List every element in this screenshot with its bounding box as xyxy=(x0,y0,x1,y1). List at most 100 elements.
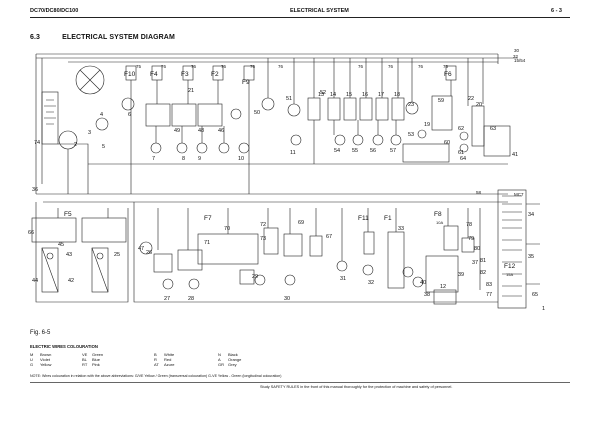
component-number: 63 xyxy=(490,126,496,132)
section-number: 6.3 xyxy=(30,34,41,41)
section-title: 6.3 ELECTRICAL SYSTEM DIAGRAM xyxy=(30,34,175,41)
legend-title: ELECTRIC WIRES COLOURATION xyxy=(30,344,98,349)
component-number: 70 xyxy=(224,226,230,232)
fuse-label: F9 xyxy=(242,79,250,86)
component-number: 78 xyxy=(466,222,472,228)
component-number: 82 xyxy=(480,270,486,276)
component-number: 9 xyxy=(198,156,201,162)
component-number: 51 xyxy=(286,96,292,102)
fuse-label: F10 xyxy=(124,71,136,78)
fuse-label: F4 xyxy=(150,71,158,78)
component-number: 50 xyxy=(254,110,260,116)
component-number: 29 xyxy=(252,274,258,280)
component-number: 83 xyxy=(486,282,492,288)
component-number: 61 xyxy=(458,150,464,156)
component-number: 33 xyxy=(398,226,404,232)
component-number: 80 xyxy=(474,246,480,252)
wire-number: 76 xyxy=(250,64,256,69)
component-number: 18 xyxy=(394,92,400,98)
component-number: 54 xyxy=(334,148,340,154)
fuse-rating: 10A xyxy=(436,220,443,225)
wire-number: 75 xyxy=(136,64,142,69)
component-number: 8 xyxy=(182,156,185,162)
fuse-label: F8 xyxy=(434,211,442,218)
component-number: 25 xyxy=(114,252,120,258)
component-number: 79 xyxy=(468,236,474,242)
component-number: 1 xyxy=(542,306,545,312)
component-number: 43 xyxy=(66,252,72,258)
component-number: 16 xyxy=(362,92,368,98)
component-number: 20 xyxy=(476,102,482,108)
wire-number: 76 xyxy=(221,64,227,69)
wire-number: 76 xyxy=(388,64,394,69)
component-number: 30 xyxy=(284,296,290,302)
component-number: 5 xyxy=(102,144,105,150)
component-number: 7 xyxy=(152,156,155,162)
component-number: 69 xyxy=(298,220,304,226)
wire-number: 76 xyxy=(161,64,167,69)
component-number: 72 xyxy=(260,222,266,228)
component-number: 64 xyxy=(460,156,466,162)
fuse-label: F1 xyxy=(384,215,392,222)
component-number: 62 xyxy=(458,126,464,132)
component-number: 52 xyxy=(320,90,326,96)
component-number: 81 xyxy=(480,258,486,264)
component-number: 37 xyxy=(472,260,478,266)
fuse-label: F5 xyxy=(64,211,72,218)
component-number: 35 xyxy=(528,254,534,260)
component-number: 42 xyxy=(68,278,74,284)
component-number: 10 xyxy=(238,156,244,162)
component-number: 2 xyxy=(74,142,77,148)
component-number: 57 xyxy=(390,148,396,154)
component-number: 15 xyxy=(346,92,352,98)
terminal-label: MC7 xyxy=(514,192,524,197)
figure-label: Fig. 6-5 xyxy=(30,330,51,336)
component-number: 39 xyxy=(458,272,464,278)
component-number: 38 xyxy=(424,292,430,298)
component-number: 60 xyxy=(444,140,450,146)
fuse-label: F7 xyxy=(204,215,212,222)
fuse-label: F12 xyxy=(504,263,516,270)
component-number: 41 xyxy=(512,152,518,158)
component-number: 49 xyxy=(174,128,180,134)
wire-number: 75 xyxy=(443,64,449,69)
component-number: 73 xyxy=(260,236,266,242)
component-number: 53 xyxy=(408,132,414,138)
component-number: 28 xyxy=(188,296,194,302)
component-number: 74 xyxy=(34,140,40,146)
component-number: 17 xyxy=(378,92,384,98)
component-number: 6 xyxy=(128,112,131,118)
component-number: 56 xyxy=(370,148,376,154)
terminal-label: 15/54 xyxy=(514,58,526,63)
component-number: 26 xyxy=(146,250,152,256)
component-number: 47 xyxy=(138,246,144,252)
component-number: 31 xyxy=(340,276,346,282)
component-number: 13 xyxy=(318,92,324,98)
header-model: DC70/DC80/DC100 xyxy=(30,8,79,14)
wire-number: 76 xyxy=(191,64,197,69)
component-number: 40 xyxy=(420,280,426,286)
terminal-label: 58 xyxy=(476,190,482,195)
component-number: 66 xyxy=(28,230,34,236)
component-number: 12 xyxy=(440,284,446,290)
component-number: 22 xyxy=(468,96,474,102)
safety-footer: Study SAFETY RULES in the front of this … xyxy=(260,385,453,389)
terminal-label: 30 xyxy=(514,48,520,53)
wire-number: 32 xyxy=(513,54,519,59)
fuse-label: F2 xyxy=(211,71,219,78)
header-page: 6 - 3 xyxy=(550,8,562,14)
footer-divider xyxy=(30,382,570,383)
component-number: 65 xyxy=(532,292,538,298)
